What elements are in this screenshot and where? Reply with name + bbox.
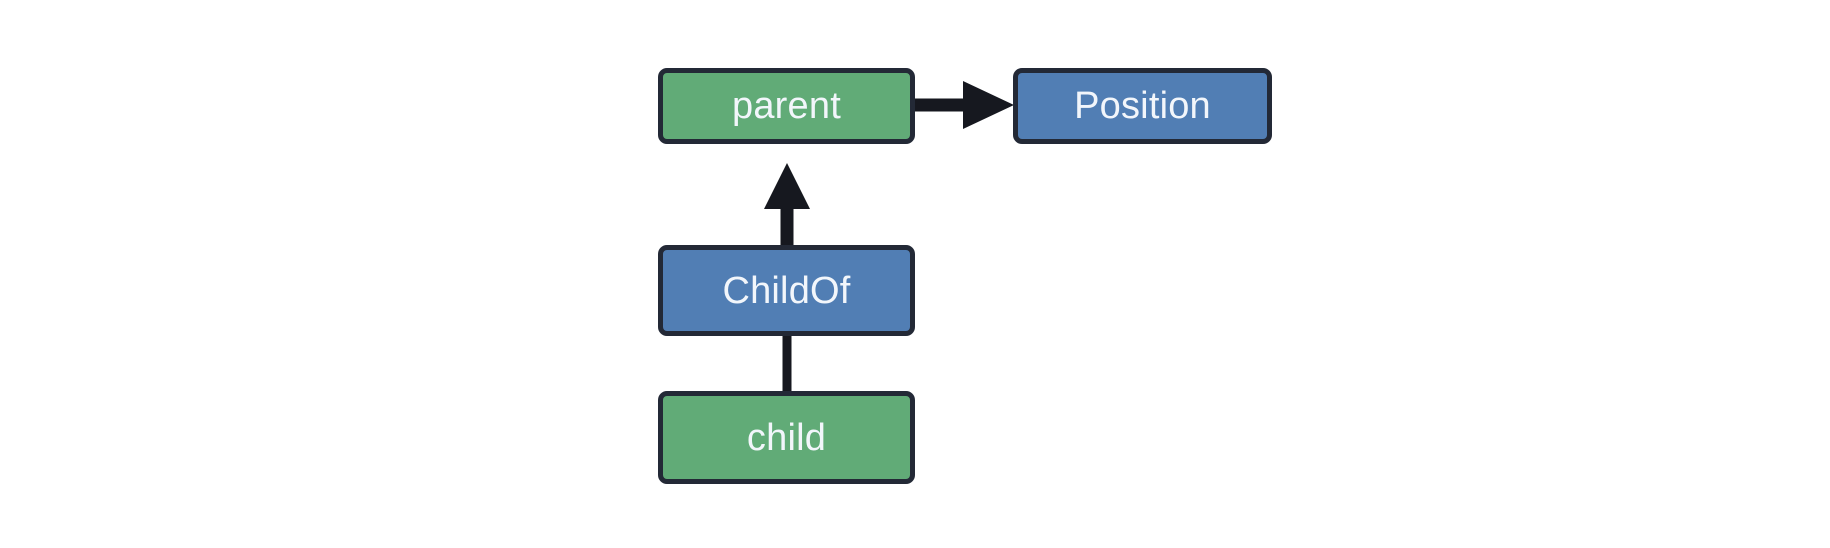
edge-parent-to-position: [913, 81, 1014, 129]
node-childof[interactable]: ChildOf: [658, 245, 915, 336]
node-position[interactable]: Position: [1013, 68, 1272, 144]
node-childof-label: ChildOf: [722, 269, 851, 312]
edge-parent-to-position-arrowhead: [963, 81, 1014, 129]
node-child-label: child: [746, 416, 827, 459]
node-position-label: Position: [1074, 85, 1211, 127]
node-parent[interactable]: parent: [658, 68, 915, 144]
edge-childof-to-parent-arrowhead: [764, 163, 810, 209]
node-parent-label: parent: [732, 85, 841, 127]
node-child[interactable]: child: [658, 391, 915, 484]
edge-childof-to-parent: [764, 163, 810, 247]
